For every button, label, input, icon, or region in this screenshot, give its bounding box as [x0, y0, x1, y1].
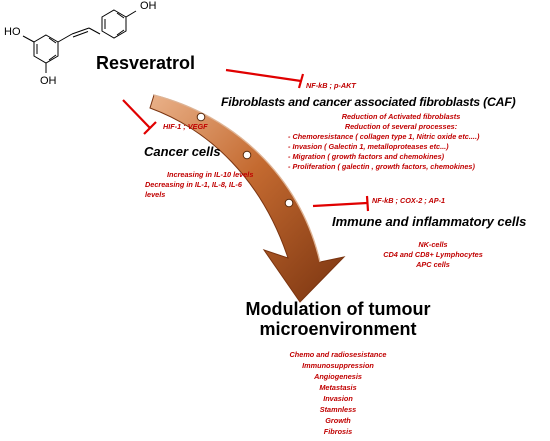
immune-line-2: CD4 and CD8+ Lymphocytes [383, 250, 483, 259]
outcome-title-line-2: microenvironment [259, 319, 417, 339]
cancer-cells-line-2: Decreasing in IL-1, IL-8, IL-6 [145, 180, 242, 189]
inhibition-marker-immune [312, 195, 370, 212]
immune-line-3: APC cells [416, 260, 450, 269]
arrow-node-1 [196, 112, 206, 122]
inhibition-label-caf: NF-kB ; p-AKT [306, 81, 356, 90]
immune-cells-title: Immune and inflammatory cells [332, 214, 527, 229]
inhibition-label-cancer: HIF-1 ; VEGF [163, 122, 208, 131]
immune-line-1: NK-cells [418, 240, 448, 249]
ho-label-left: HO [4, 26, 21, 38]
cancer-cells-line-3: levels [145, 190, 166, 199]
outcome-item: Metastasis [319, 383, 357, 392]
outcome-item: Fibrosis [323, 427, 353, 436]
caf-title: Fibroblasts and cancer associated fibrob… [221, 95, 516, 109]
inhibition-marker-cancer [122, 99, 157, 135]
oh-label-bottom: OH [40, 75, 57, 87]
caf-line-5: - Migration ( growth factors and chemoki… [288, 152, 445, 161]
cancer-cells-line-1: Increasing in IL-10 levels [167, 170, 254, 179]
outcome-item: Chemo and radiosesistance [289, 350, 387, 359]
resveratrol-label: Resveratrol [96, 53, 196, 73]
inhibition-marker-caf [225, 68, 305, 89]
cancer-cells-title: Cancer cells [144, 144, 221, 159]
caf-line-6: - Proliferation ( galectin , growth fact… [288, 162, 475, 171]
outcome-item: Angiogenesis [314, 372, 362, 381]
caf-line-3: - Chemoresistance ( collagen type 1, Nit… [288, 132, 480, 141]
modulation-arrow [149, 94, 346, 303]
caf-line-4: - Invasion ( Galectin 1, metalloprotease… [288, 142, 449, 151]
arrow-node-3 [284, 198, 294, 208]
outcome-item: Invasion [323, 394, 353, 403]
resveratrol-structure-icon [22, 9, 137, 73]
caf-line-2: Reduction of several processes: [344, 122, 458, 131]
outcome-item: Stamnless [319, 405, 357, 414]
outcome-title-line-1: Modulation of tumour [245, 299, 431, 319]
oh-label-top: OH [140, 0, 157, 12]
caf-line-1: Reduction of Activated fibroblasts [341, 112, 461, 121]
outcome-item: Growth [325, 416, 351, 425]
outcome-item: Immunosuppression [302, 361, 374, 370]
inhibition-label-immune: NF-kB ; COX-2 ; AP-1 [372, 196, 446, 205]
arrow-node-2 [242, 150, 252, 160]
